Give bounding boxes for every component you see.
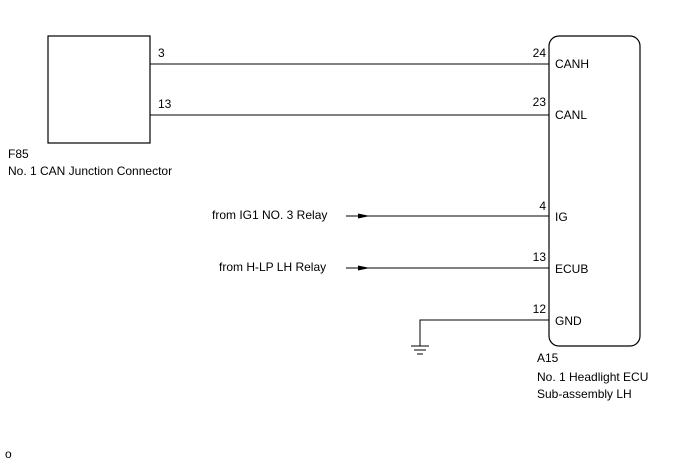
a15-pin-label-gnd: GND	[555, 314, 582, 328]
f85-name: No. 1 CAN Junction Connector	[8, 164, 172, 178]
ig-source-label: from IG1 NO. 3 Relay	[212, 208, 327, 222]
gnd-wire	[419, 319, 549, 346]
f85-connector-box	[47, 35, 151, 144]
a15-ecu-box	[548, 35, 641, 347]
a15-pin-label-ecub: ECUB	[555, 262, 588, 276]
a15-name-line1: No. 1 Headlight ECU	[537, 370, 648, 384]
a15-name-line2: Sub-assembly LH	[537, 387, 632, 401]
a15-pin-12: 12	[533, 302, 547, 316]
ground-icon	[411, 345, 429, 355]
a15-pin-label-canl: CANL	[555, 108, 587, 122]
a15-pin-label-canh: CANH	[555, 57, 589, 71]
a15-code: A15	[537, 351, 559, 365]
f85-pin-13: 13	[158, 97, 172, 111]
a15-pin-13: 13	[533, 250, 547, 264]
f85-code: F85	[8, 147, 29, 161]
a15-pin-23: 23	[533, 95, 547, 109]
corner-mark: o	[5, 447, 12, 461]
a15-pin-24: 24	[533, 46, 547, 60]
a15-pin-4: 4	[539, 199, 546, 213]
a15-pin-label-ig: IG	[555, 210, 568, 224]
ecub-source-label: from H-LP LH Relay	[219, 260, 326, 274]
f85-pin-3: 3	[158, 46, 165, 60]
